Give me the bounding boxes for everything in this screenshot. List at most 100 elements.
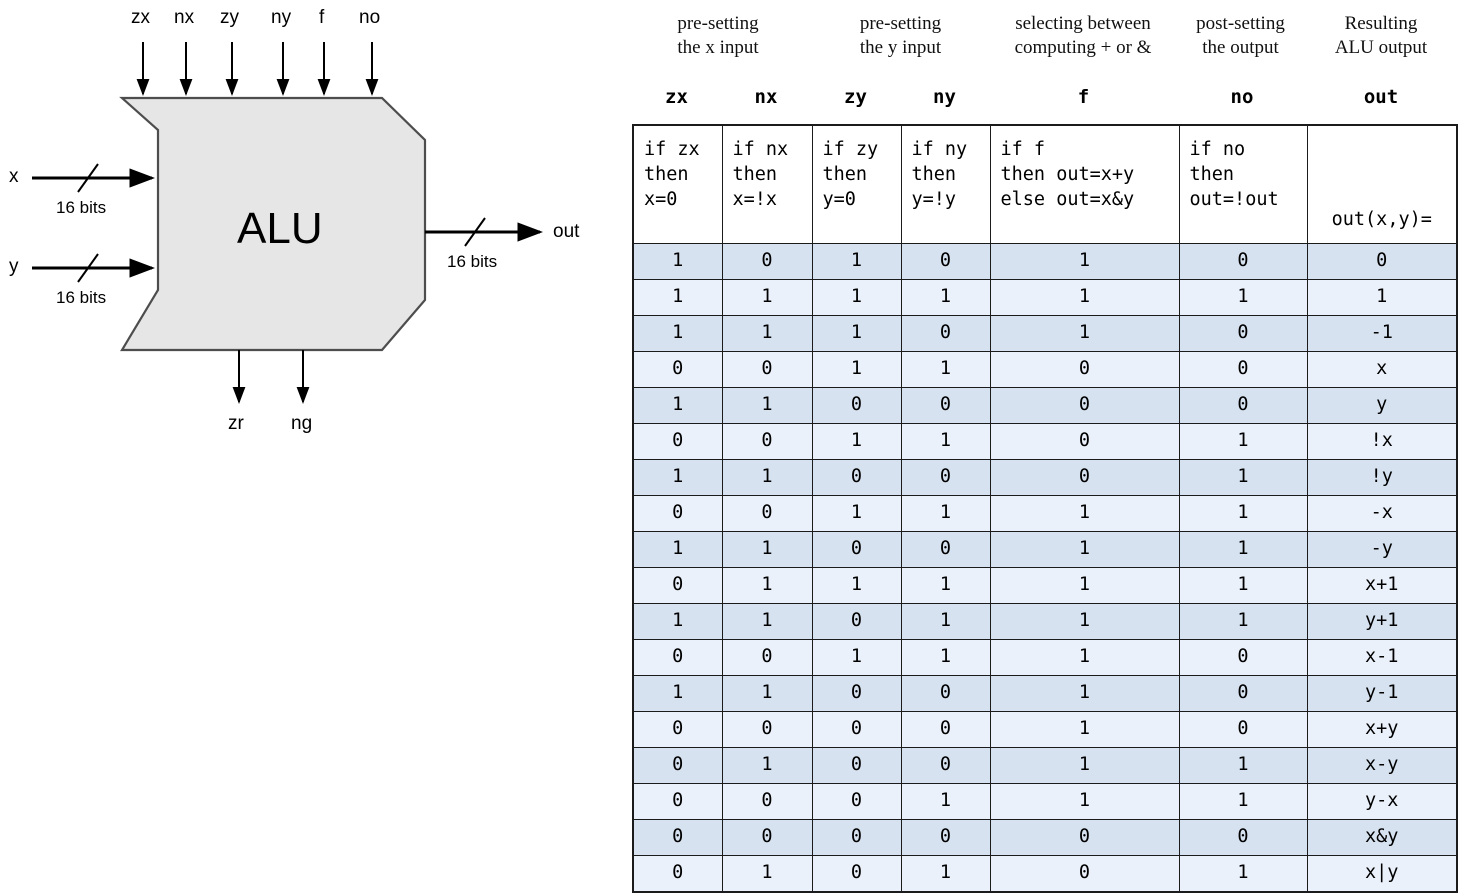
table-cell-bit: 1: [721, 531, 813, 568]
group-header-line1: pre-setting: [859, 13, 942, 34]
table-cell-bit: 0: [721, 711, 813, 748]
group-header-line2: the x input: [677, 36, 759, 58]
table-cell-bit: 0: [989, 423, 1180, 460]
group-header-line1: selecting between: [1015, 13, 1151, 34]
signal-header-no: no: [1230, 86, 1254, 108]
table-cell-bit: 0: [1178, 351, 1308, 388]
table-cell-bit: 0: [811, 387, 902, 424]
group-header-function-select: selecting between computing + or &: [989, 12, 1177, 60]
definition-cell-ny: if ny then y=!y: [900, 124, 991, 244]
table-cell-bit: 1: [989, 495, 1180, 532]
table-cell-out: -x: [1306, 495, 1458, 532]
table-cell-bit: 0: [1178, 711, 1308, 748]
table-cell-bit: 1: [900, 639, 991, 676]
control-input-label-no: no: [359, 7, 381, 28]
table-cell-out: y+1: [1306, 603, 1458, 640]
table-cell-bit: 1: [721, 387, 813, 424]
table-cell-out: x-1: [1306, 639, 1458, 676]
signal-header-zx: zx: [665, 86, 688, 108]
group-header-line2: the output: [1202, 36, 1279, 58]
table-cell-bit: 1: [1178, 747, 1308, 784]
table-cell-bit: 0: [900, 459, 991, 496]
definition-cell-no: if no then out=!out: [1178, 124, 1308, 244]
table-cell-bit: 1: [989, 675, 1180, 712]
table-cell-bit: 1: [632, 387, 723, 424]
table-cell-bit: 0: [721, 495, 813, 532]
definition-cell-out: out(x,y)=: [1306, 124, 1458, 244]
table-cell-bit: 1: [811, 639, 902, 676]
table-cell-bit: 1: [811, 243, 902, 280]
table-cell-bit: 1: [721, 603, 813, 640]
table-cell-bit: 1: [721, 675, 813, 712]
table-cell-bit: 1: [989, 639, 1180, 676]
table-cell-bit: 1: [989, 747, 1180, 784]
group-header-line2: computing + or &: [1014, 36, 1152, 58]
table-cell-bit: 0: [1178, 819, 1308, 856]
table-cell-bit: 1: [900, 783, 991, 820]
table-cell-bit: 0: [1178, 675, 1308, 712]
table-cell-out: y: [1306, 387, 1458, 424]
signal-header-zy: zy: [844, 86, 867, 108]
table-cell-bit: 1: [721, 315, 813, 352]
table-cell-bit: 1: [632, 603, 723, 640]
table-signal-headers: zx nx zy ny f no out: [632, 88, 1456, 116]
table-cell-bit: 0: [811, 675, 902, 712]
table-cell-bit: 1: [632, 243, 723, 280]
group-header-line2: the y input: [859, 36, 942, 58]
table-cell-bit: 0: [721, 639, 813, 676]
status-output-label-ng: ng: [291, 413, 313, 434]
table-cell-bit: 1: [632, 459, 723, 496]
table-cell-out: 1: [1306, 279, 1458, 316]
table-cell-bit: 1: [721, 747, 813, 784]
table-cell-bit: 0: [721, 819, 813, 856]
group-header-line1: Resulting: [1344, 13, 1418, 34]
table-cell-bit: 0: [632, 351, 723, 388]
table-cell-bit: 1: [811, 567, 902, 604]
table-cell-bit: 0: [632, 711, 723, 748]
control-input-label-nx: nx: [174, 7, 195, 28]
table-cell-bit: 0: [900, 387, 991, 424]
table-cell-bit: 1: [900, 423, 991, 460]
table-cell-bit: 0: [989, 459, 1180, 496]
table-cell-bit: 1: [1178, 531, 1308, 568]
group-header-x-presetting: pre-setting the x input: [632, 12, 804, 60]
table-cell-bit: 1: [632, 315, 723, 352]
table-cell-bit: 1: [989, 531, 1180, 568]
table-cell-bit: 1: [900, 279, 991, 316]
table-cell-bit: 1: [811, 495, 902, 532]
table-cell-bit: 1: [989, 711, 1180, 748]
table-cell-bit: 1: [989, 279, 1180, 316]
table-cell-bit: 1: [632, 279, 723, 316]
table-cell-bit: 1: [1178, 603, 1308, 640]
data-input-wires: [32, 168, 155, 278]
table-cell-bit: 1: [811, 279, 902, 316]
table-cell-bit: 0: [989, 819, 1180, 856]
alu-truth-table-panel: pre-setting the x input pre-setting the …: [632, 0, 1458, 893]
data-input-label-y: y: [9, 256, 19, 277]
signal-header-f: f: [1077, 86, 1090, 108]
table-cell-bit: 1: [1178, 279, 1308, 316]
table-cell-bit: 0: [989, 351, 1180, 388]
table-cell-bit: 1: [811, 351, 902, 388]
table-cell-bit: 0: [811, 603, 902, 640]
table-cell-bit: 1: [1178, 495, 1308, 532]
control-input-label-zx: zx: [131, 7, 150, 28]
table-cell-bit: 1: [900, 351, 991, 388]
table-cell-bit: 1: [989, 243, 1180, 280]
table-cell-bit: 1: [1178, 459, 1308, 496]
table-cell-bit: 0: [900, 675, 991, 712]
signal-header-nx: nx: [754, 86, 778, 108]
table-cell-bit: 1: [811, 315, 902, 352]
table-definition-row: if zx then x=0 if nx then x=!x if zy the…: [632, 124, 1458, 244]
table-cell-bit: 0: [632, 783, 723, 820]
table-cell-out: y-1: [1306, 675, 1458, 712]
table-cell-bit: 0: [1178, 639, 1308, 676]
group-header-line2: ALU output: [1334, 36, 1428, 58]
table-cell-bit: 1: [1178, 423, 1308, 460]
